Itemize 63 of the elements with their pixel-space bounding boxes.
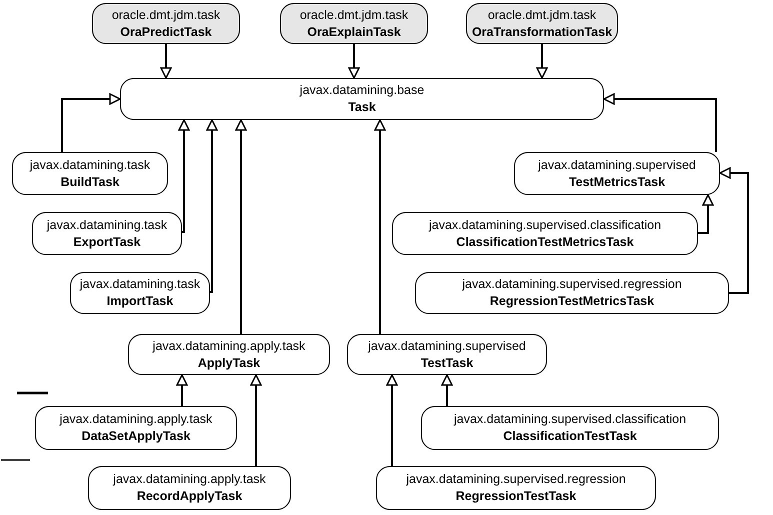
- inheritance-arrow: [250, 374, 262, 466]
- inheritance-arrow: [176, 374, 188, 406]
- inheritance-arrow: [719, 167, 749, 294]
- class-name: ApplyTask: [198, 354, 260, 372]
- package-name: javax.datamining.task: [80, 276, 200, 293]
- package-name: javax.datamining.apply.task: [60, 411, 212, 428]
- package-name: javax.datamining.supervised: [538, 156, 696, 174]
- class-box: [128, 334, 330, 375]
- class-box: [347, 334, 547, 375]
- class-name: ExportTask: [73, 234, 141, 250]
- class-name: BuildTask: [60, 174, 120, 190]
- class-name: ImportTask: [106, 293, 174, 310]
- package-name: javax.datamining.apply.task: [152, 338, 306, 354]
- class-box: [466, 3, 618, 44]
- class-name: RegressionTestMetricsTask: [490, 293, 654, 310]
- class-box: [70, 272, 210, 314]
- inheritance-arrow: [536, 44, 548, 79]
- package-name: oracle.dmt.jdm.task: [488, 6, 596, 24]
- class-name: OraExplainTask: [307, 24, 401, 40]
- inheritance-arrow: [374, 119, 386, 334]
- package-name: javax.datamining.apply.task: [113, 471, 266, 488]
- class-box: [280, 3, 428, 44]
- class-box: [35, 406, 237, 450]
- inheritance-arrow: [61, 93, 121, 152]
- inheritance-arrow: [160, 44, 172, 79]
- package-name: oracle.dmt.jdm.task: [112, 6, 220, 24]
- class-name: ClassificationTestTask: [503, 428, 637, 445]
- class-box: [32, 212, 182, 255]
- class-box: [92, 3, 240, 44]
- inheritance-arrow: [348, 44, 360, 79]
- package-name: javax.datamining.supervised.classification: [428, 216, 662, 234]
- package-name: javax.datamining.supervised.classification: [454, 411, 686, 428]
- package-name: javax.datamining.supervised.regression: [406, 471, 626, 488]
- package-name: oracle.dmt.jdm.task: [300, 6, 408, 24]
- class-box: [376, 466, 656, 510]
- class-box: [421, 406, 719, 450]
- package-name: javax.datamining.base: [300, 82, 424, 99]
- class-name: Task: [348, 99, 376, 116]
- class-name: RegressionTestTask: [456, 488, 576, 505]
- package-name: javax.datamining.task: [46, 216, 168, 234]
- inheritance-arrow: [386, 374, 398, 466]
- class-name: TestMetricsTask: [568, 174, 666, 190]
- inheritance-arrow: [235, 119, 247, 334]
- class-name: ClassificationTestMetricsTask: [456, 234, 634, 250]
- inheritance-arrow: [698, 194, 714, 234]
- class-box: [415, 272, 729, 314]
- class-name: OraTransformationTask: [472, 24, 612, 40]
- class-name: RecordApplyTask: [136, 488, 242, 505]
- class-box: [514, 152, 720, 195]
- class-name: DataSetApplyTask: [82, 428, 190, 445]
- package-name: javax.datamining.task: [30, 156, 150, 174]
- class-name: OraPredictTask: [120, 24, 212, 40]
- class-box: [120, 78, 604, 120]
- class-box: [88, 466, 291, 510]
- inheritance-arrow: [603, 93, 717, 152]
- package-name: javax.datamining.supervised: [368, 338, 526, 354]
- class-box: [12, 152, 168, 195]
- class-box: [392, 212, 698, 255]
- package-name: javax.datamining.supervised.regression: [462, 276, 682, 293]
- inheritance-arrow: [206, 119, 218, 293]
- class-name: TestTask: [420, 354, 474, 372]
- inheritance-arrow: [178, 119, 190, 233]
- inheritance-arrow: [441, 374, 453, 406]
